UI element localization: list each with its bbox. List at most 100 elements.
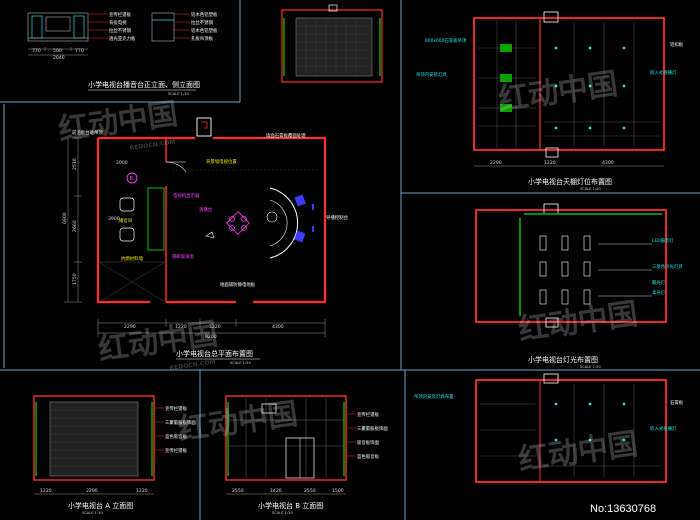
plan-dim-b4: 4300 [272,324,284,330]
desk-label-2: 背投电视 [109,19,127,26]
light-fixtures [539,235,591,305]
plan-blue-lights [312,204,314,232]
panel-top-middle [281,4,383,83]
plan-note-left1: 播音间 [119,217,132,224]
elev-a-note-3: 蓝色吸音板 [165,433,188,440]
plan-note-right: 导播控制台 [326,214,349,221]
elev-a-dim-1: 1220 [40,488,52,494]
ceiling-note-2: 吊顶内安装灯具 [416,71,447,78]
elev-b-note-1: 宣传栏镂板 [357,411,380,418]
plan-camera-mark: B [130,176,134,182]
mesh-pattern [296,18,372,76]
plan-dim-inner: 2000 [116,160,128,166]
elev-b-title: 小学电视台 B 立面图 [258,501,323,510]
elev-b-dim-1: 2550 [232,488,244,494]
plan-blue-seats [294,194,306,243]
ceiling-scale: SCALE 1:50 [580,187,601,191]
desk-label-3: 拉丝不锈钢 [109,27,132,34]
lighting-title: 小学电视台灯光布置图 [528,355,598,364]
plan-note-left2: 抗燃材料墙 [121,255,144,262]
ceiling-title: 小学电视台天棚灯位布置图 [528,177,612,186]
rb-note-3: 嵌入式格栅灯 [650,425,677,432]
plan-scale: SCALE 1:50 [230,361,251,365]
plan-dim-l-total: 6900 [62,212,68,224]
elev-b-dim-2: 1420 [270,488,282,494]
plan-walls [96,136,327,304]
plan-dim-l2: 2660 [72,220,78,232]
panel-right-bottom: 石膏板 吊顶内安装灯具布置 嵌入式格栅灯 [414,373,684,483]
elev-b-scale: SCALE 1:30 [272,511,293,515]
plan-window-symbol [201,121,208,129]
ceiling-light-points [554,46,626,130]
plan-dim-total: 8200 [205,334,217,340]
plan-note-bottom2: 地面铺防静电地板 [220,281,256,288]
desk-dimensions [28,47,88,56]
ceiling-green-panels [500,44,512,112]
desk-dim-total: 2040 [53,55,65,61]
light-note-4: 聚光灯 [652,279,666,286]
plan-dim-b3: 1220 [209,324,221,330]
ceiling-dim-3: 4300 [602,160,614,166]
panel-ceiling-plan: 600x600石膏板吊顶 吊顶内安装灯具 铝扣板 嵌入式格栅灯 2290 122… [416,11,684,191]
plan-dim-b2: 1220 [175,324,187,330]
rb-note-2: 吊顶内安装灯具布置 [414,393,454,400]
side-leaders [174,13,190,39]
plan-dim-b1: 2290 [124,324,136,330]
side-label-4: 孔板吊顶板 [191,35,214,42]
elev-a-scale: SCALE 1:30 [82,511,103,515]
desk-label-4: 透光亚克力板 [109,35,136,42]
desk-side-elevation [151,12,175,42]
plan-note-mid3: 演播台 [199,206,213,213]
elev-a-note-4: 宣传栏镂板 [165,447,188,454]
plan-presenter-desk [269,187,299,259]
side-label-2: 拉丝不锈钢 [191,19,214,26]
light-note-1: LED摄影灯 [652,237,674,244]
ceiling-dim-2: 1220 [544,160,556,166]
plan-note-top-right: 墙面石膏板覆面处理 [266,132,306,139]
panel-floor-plan: B 前沿板台处吊顶 墙面石膏板覆面处理 背景墙电视位置 电视机显示器 演播台 导… [62,117,349,365]
elev-b-note-3: 吸音板饰面 [357,439,380,446]
plan-chairs [119,197,135,242]
elev-a-title: 小学电视台 A 立面图 [68,501,133,510]
plan-dim-small: 3900 [108,216,120,222]
plan-window-box [196,117,212,137]
light-leaders [598,243,652,297]
plan-center-table [226,211,250,235]
plan-dim-l1: 2510 [72,158,78,170]
rb-note-1: 石膏板 [670,399,684,406]
desk-leaders [88,13,108,39]
ceiling-note-4: 嵌入式格栅灯 [650,69,677,76]
elev-a-dim-3: 1220 [136,488,148,494]
desk-scale: SCALE 1:30 [168,92,189,96]
plan-dim-l3: 1750 [72,273,78,285]
panel-elevation-b: 宣传栏镂板 三聚氰胺板饰面 吸音板饰面 蓝色吸音板 2550 1420 2550… [225,395,388,515]
desk-dim-3: 770 [75,48,84,54]
side-label-3: 铝木色铝塑板 [191,27,218,34]
plan-title: 小学电视台总平面布置图 [176,349,253,358]
watermark-code-box: No:13630768 [584,496,700,520]
light-note-3: 柔光灯 [652,289,666,296]
ceiling-note-1: 600x600石膏板吊顶 [425,37,467,44]
elev-a-note-2: 三聚氰胺板饰面 [165,419,196,426]
ceiling-note-3: 铝扣板 [670,41,684,48]
plan-note-top-left: 前沿板台处吊顶 [72,129,103,136]
panel-elevation-a: 宣传栏镂板 三聚氰胺板饰面 蓝色吸音板 宣传栏镂板 1220 2290 1220… [33,395,196,515]
elev-b-dim-3: 2550 [304,488,316,494]
ceiling-grid [478,20,660,148]
elev-a-note-1: 宣传栏镂板 [165,405,188,412]
elev-a-dim-2: 2290 [86,488,98,494]
elev-b-dim-4: 1500 [332,488,344,494]
light-note-2: 三基色冷光灯具 [652,263,683,270]
plan-console-desk [147,187,165,251]
ceiling-dim-1: 2290 [490,160,502,166]
side-label-1: 铝木色铝塑板 [191,11,218,18]
desk-front-elevation [27,12,89,42]
plan-camera-symbol [126,172,138,184]
elev-b-note-4: 蓝色吸音板 [357,453,380,460]
desk-label-1: 宣传栏镂板 [109,11,132,18]
desk-title: 小学电视台播音台正立面、侧立面图 [88,80,200,89]
panel-lighting-plan: LED摄影灯 三基色冷光灯具 柔光灯 聚光灯 小学电视台灯光布置图 SCALE … [475,203,683,369]
desk-dim-1: 770 [32,48,41,54]
panel-desk-elevation: 770 500 770 2040 宣传栏镂板 背投电视 拉丝不锈钢 透光亚克力板… [27,11,218,96]
